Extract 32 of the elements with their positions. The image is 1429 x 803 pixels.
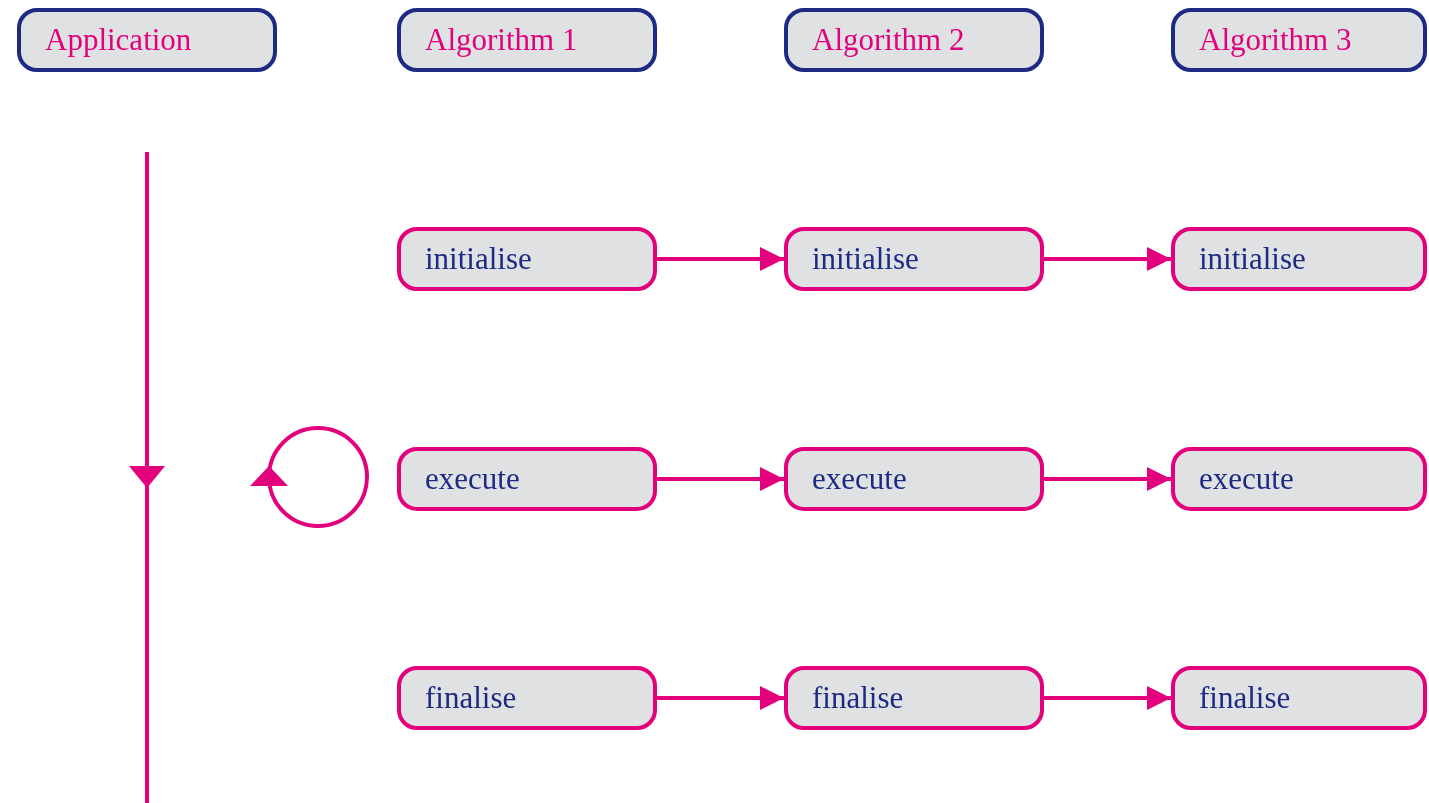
lane-header bbox=[784, 8, 1044, 72]
step-box bbox=[784, 447, 1044, 511]
step-box bbox=[1171, 666, 1427, 730]
node-label: execute bbox=[1199, 461, 1294, 497]
step-box bbox=[397, 447, 657, 511]
lane-header bbox=[397, 8, 657, 72]
step-box bbox=[397, 666, 657, 730]
lane-header bbox=[1171, 8, 1427, 72]
arrow bbox=[657, 467, 784, 491]
node-label: Algorithm 1 bbox=[425, 22, 578, 58]
arrow bbox=[657, 686, 784, 710]
node-label: initialise bbox=[425, 241, 532, 277]
step-box bbox=[784, 227, 1044, 291]
node-label: finalise bbox=[812, 680, 904, 716]
node-label: Application bbox=[45, 22, 192, 58]
arrow bbox=[657, 247, 784, 271]
node-label: initialise bbox=[812, 241, 919, 277]
lane-header bbox=[17, 8, 277, 72]
step-box bbox=[1171, 447, 1427, 511]
node-label: execute bbox=[812, 461, 907, 497]
node-label: Algorithm 2 bbox=[812, 22, 965, 58]
arrow bbox=[1044, 686, 1171, 710]
node-label: initialise bbox=[1199, 241, 1306, 277]
node-label: Algorithm 3 bbox=[1199, 22, 1352, 58]
node-label: finalise bbox=[1199, 680, 1291, 716]
arrow bbox=[1044, 467, 1171, 491]
node-label: finalise bbox=[425, 680, 517, 716]
node-label: execute bbox=[425, 461, 520, 497]
step-box bbox=[784, 666, 1044, 730]
step-box bbox=[1171, 227, 1427, 291]
step-box bbox=[397, 227, 657, 291]
arrow bbox=[1044, 247, 1171, 271]
